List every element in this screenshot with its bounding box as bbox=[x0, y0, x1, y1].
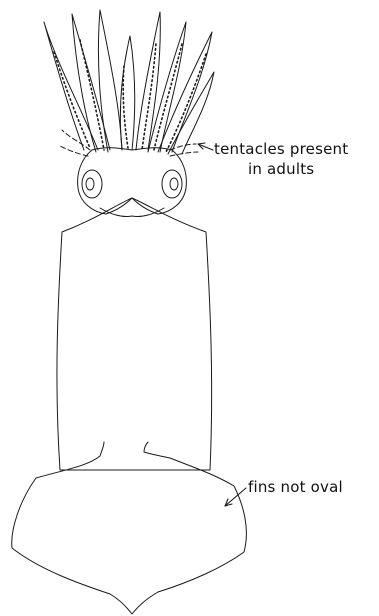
fins-label: fins not oval bbox=[248, 478, 343, 497]
tentacles-label: tentacles present bbox=[214, 140, 348, 159]
eyes bbox=[82, 170, 182, 198]
sucker-row-left-1 bbox=[54, 52, 90, 148]
arms bbox=[44, 10, 214, 154]
eye-left-pupil bbox=[86, 178, 94, 190]
tentacle-left bbox=[62, 130, 90, 150]
arm-right-2 bbox=[158, 32, 212, 152]
fin-arrow bbox=[225, 488, 246, 506]
eye-right bbox=[162, 170, 182, 198]
sucker-row-right-2 bbox=[166, 54, 206, 152]
fin-notch-left bbox=[100, 442, 104, 456]
arm-center-right bbox=[136, 12, 160, 150]
annotation-arrows bbox=[198, 143, 246, 506]
tentacle-left-lower bbox=[60, 146, 88, 156]
arm-left-3 bbox=[98, 10, 122, 152]
sucker-row-right-1 bbox=[154, 44, 182, 150]
eye-left bbox=[82, 170, 102, 198]
mantle bbox=[57, 198, 212, 470]
sucker-row-center-1 bbox=[123, 66, 128, 148]
fin-notch-right bbox=[144, 442, 148, 452]
tentacles-label-2: in adults bbox=[248, 160, 314, 179]
eye-right-pupil bbox=[170, 178, 178, 190]
fins bbox=[12, 452, 247, 614]
tentacles bbox=[60, 130, 198, 156]
arm-suckers bbox=[54, 40, 206, 152]
